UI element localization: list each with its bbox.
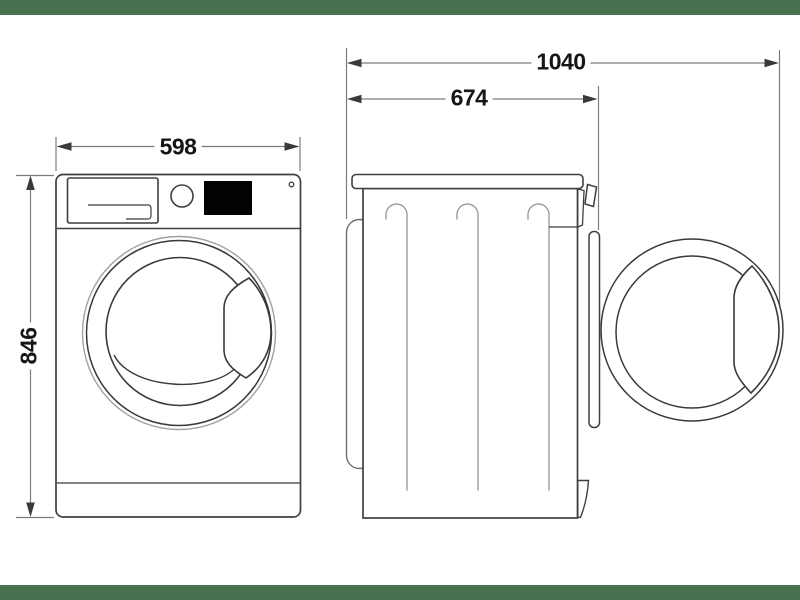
rib-line [527,203,550,491]
door-outer-rim [81,235,277,431]
arrowhead-right [284,142,300,151]
power-button-dot [288,181,295,188]
front-door [81,235,277,431]
open-door-face [600,238,784,422]
depth-door-open-dimension-label: 1040 [531,50,591,74]
top-accent-band [0,0,800,15]
rib-line [456,203,479,491]
arrowhead-right [583,94,598,104]
side-panel-ribs [385,203,550,491]
dimension-depth-door-open [345,48,781,305]
door-glass-arc [113,354,238,386]
width-dimension-label: 598 [154,135,202,159]
rib-line [385,203,408,491]
arrowhead-left [56,142,72,151]
display-panel [204,181,252,215]
side-view [345,173,784,519]
door-handle [223,277,272,379]
arrowhead-left [347,94,362,104]
door-hinge-bracket [584,183,598,208]
front-corner-cap [577,188,585,228]
program-knob [170,184,194,208]
front-view [55,173,302,518]
bottom-corner-cap [577,479,590,518]
arrowhead-down [26,502,35,517]
drawer-handle-line [88,204,152,220]
depth-dimension-label: 674 [445,86,493,110]
front-body [55,173,302,518]
open-door-handle [733,264,780,395]
bottom-accent-band [0,585,800,600]
top-lid [351,173,584,190]
height-dimension-label: 846 [16,322,42,370]
detergent-drawer [66,177,159,224]
arrowhead-left [347,58,362,68]
arrowhead-right [764,58,779,68]
open-door-edge [588,230,601,429]
arrowhead-up [26,175,35,190]
side-body [362,187,579,519]
